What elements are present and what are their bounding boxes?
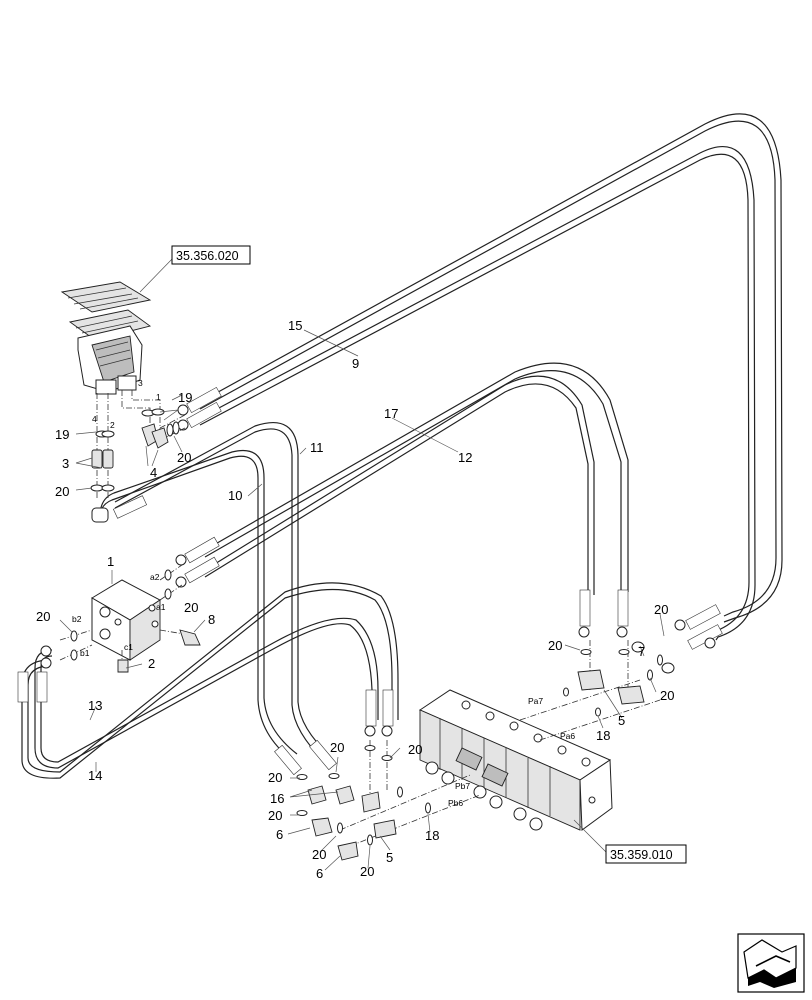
callout-4: 4 — [150, 465, 157, 480]
callout-20-bottom: 20 — [312, 847, 326, 862]
port-labels: 4 2 3 1 a2 a1 b2 b1 c1 Pa7 Pa6 Pb7 Pb6 — [72, 378, 575, 808]
hose-12 — [204, 375, 595, 595]
port-a1: a1 — [156, 602, 166, 612]
port-Pb6: Pb6 — [448, 798, 463, 808]
callout-11: 11 — [310, 440, 324, 455]
callout-15: 15 — [288, 318, 302, 333]
block-fittings — [70, 569, 201, 673]
callout-20-valve-top: 20 — [654, 602, 668, 617]
callout-20-bottom-right: 20 — [360, 864, 374, 879]
callout-6-lower: 6 — [316, 866, 323, 881]
callout-17: 17 — [384, 406, 398, 421]
callout-20-mid-right: 20 — [408, 742, 422, 757]
callout-10: 10 — [228, 488, 242, 503]
callout-20-mid-top: 20 — [330, 740, 344, 755]
callout-19-top: 19 — [178, 390, 192, 405]
callout-20-lower-left: 20 — [268, 808, 282, 823]
callout-1: 1 — [107, 554, 114, 569]
port-Pa6: Pa6 — [560, 731, 575, 741]
hose-11 — [114, 421, 331, 763]
callout-20-valve-left: 20 — [548, 638, 562, 653]
port-4: 4 — [92, 414, 97, 424]
hose-17 — [204, 362, 629, 592]
callout-leaders — [59, 256, 665, 871]
callout-numbers: 15 9 17 12 11 10 19 19 3 20 4 20 1 20 8 … — [36, 318, 674, 881]
control-valve-bank[interactable] — [418, 689, 613, 831]
callout-3: 3 — [62, 456, 69, 471]
pedal-fittings — [90, 408, 180, 492]
callout-12: 12 — [458, 450, 472, 465]
ref-box-valve[interactable]: 35.359.010 — [605, 844, 687, 864]
ref-box-pedal[interactable]: 35.356.020 — [171, 245, 251, 265]
hose-13 — [34, 617, 379, 769]
manifold-block-1[interactable] — [91, 579, 161, 661]
port-a2: a2 — [150, 572, 160, 582]
callout-20-left: 20 — [36, 609, 50, 624]
hose-end-fittings — [17, 386, 723, 776]
ref-label-valve: 35.359.010 — [610, 848, 673, 862]
port-2: 2 — [110, 420, 115, 430]
hose-10 — [99, 450, 298, 761]
callout-20-mid-left: 20 — [268, 770, 282, 785]
port-Pb7: Pb7 — [455, 781, 470, 791]
port-c1: c1 — [124, 642, 133, 652]
callout-5-right: 5 — [618, 713, 625, 728]
port-b1: b1 — [80, 648, 90, 658]
next-page-arrow-icon[interactable] — [737, 933, 805, 993]
port-Pa7: Pa7 — [528, 696, 543, 706]
callout-20-pedal: 20 — [55, 484, 69, 499]
callout-7: 7 — [638, 644, 645, 659]
callout-20-block: 20 — [184, 600, 198, 615]
callout-20-valve-right: 20 — [660, 688, 674, 703]
callout-6-upper: 6 — [276, 827, 283, 842]
foot-pedal-assembly[interactable] — [60, 281, 152, 395]
callout-19-left: 19 — [55, 427, 69, 442]
callout-18-right: 18 — [596, 728, 610, 743]
port-b2: b2 — [72, 614, 82, 624]
callout-16: 16 — [270, 791, 284, 806]
callout-8: 8 — [208, 612, 215, 627]
valve-fittings — [296, 641, 675, 861]
hose-9 — [199, 145, 756, 641]
callout-13: 13 — [88, 698, 102, 713]
callout-20-pedal-right: 20 — [177, 450, 191, 465]
callout-14: 14 — [88, 768, 102, 783]
hose-15 — [199, 113, 783, 623]
callout-9: 9 — [352, 356, 359, 371]
port-3: 3 — [138, 378, 143, 388]
callout-2: 2 — [148, 656, 155, 671]
callout-5-lower: 5 — [386, 850, 393, 865]
callout-18-lower: 18 — [425, 828, 439, 843]
ref-label-pedal: 35.356.020 — [176, 249, 239, 263]
port-1: 1 — [156, 392, 161, 402]
